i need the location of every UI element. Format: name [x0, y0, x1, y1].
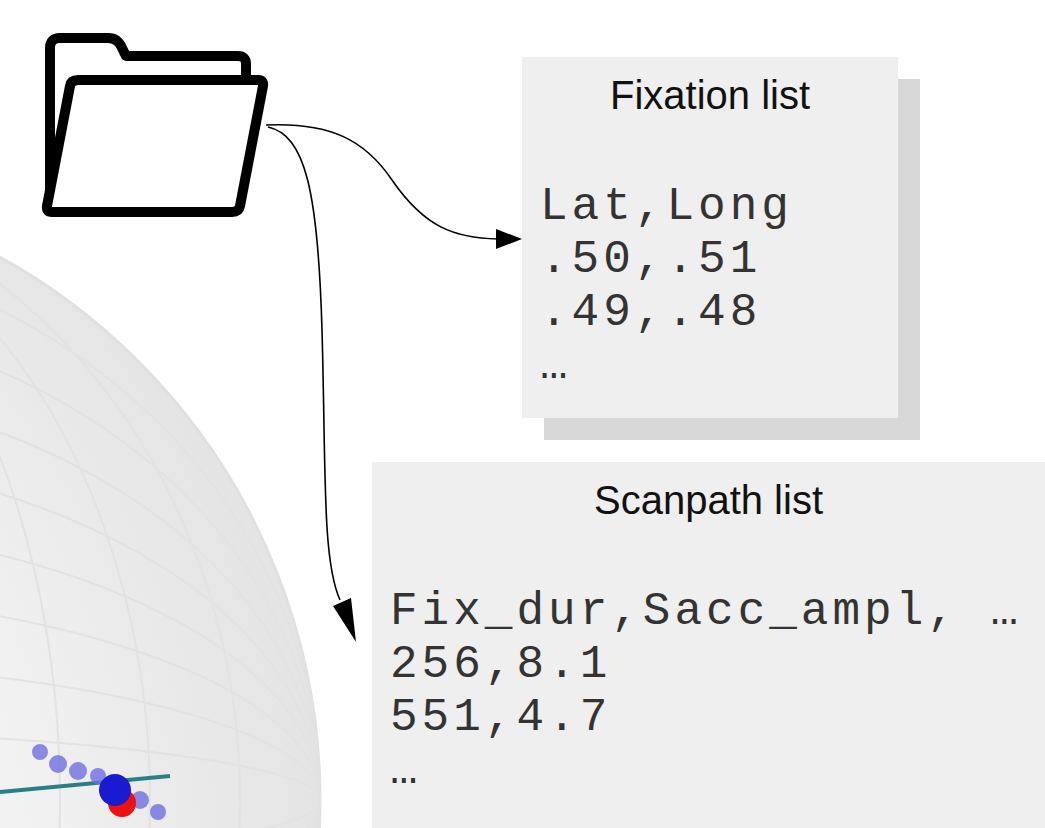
- data-row: .50,.51: [522, 234, 898, 287]
- data-row: …: [372, 745, 1045, 798]
- data-row: 551,4.7: [372, 692, 1045, 745]
- box-heading: Fixation list: [522, 71, 898, 119]
- data-row: Fix_dur,Sacc_ampl, …: [372, 586, 1045, 639]
- data-row: Lat,Long: [522, 181, 898, 234]
- list-box: Scanpath listFix_dur,Sacc_ampl, …256,8.1…: [372, 462, 1045, 828]
- data-row: 256,8.1: [372, 639, 1045, 692]
- data-row: .49,.48: [522, 287, 898, 340]
- gaze-dots: [32, 744, 166, 820]
- equator-line: [0, 776, 170, 792]
- list-box: Fixation listLat,Long.50,.51.49,.48…: [522, 57, 898, 418]
- box-heading: Scanpath list: [372, 476, 1045, 524]
- data-row: …: [522, 340, 898, 393]
- sphere-grid: [0, 170, 330, 828]
- sphere: [0, 180, 320, 828]
- folder-icon: [47, 38, 263, 212]
